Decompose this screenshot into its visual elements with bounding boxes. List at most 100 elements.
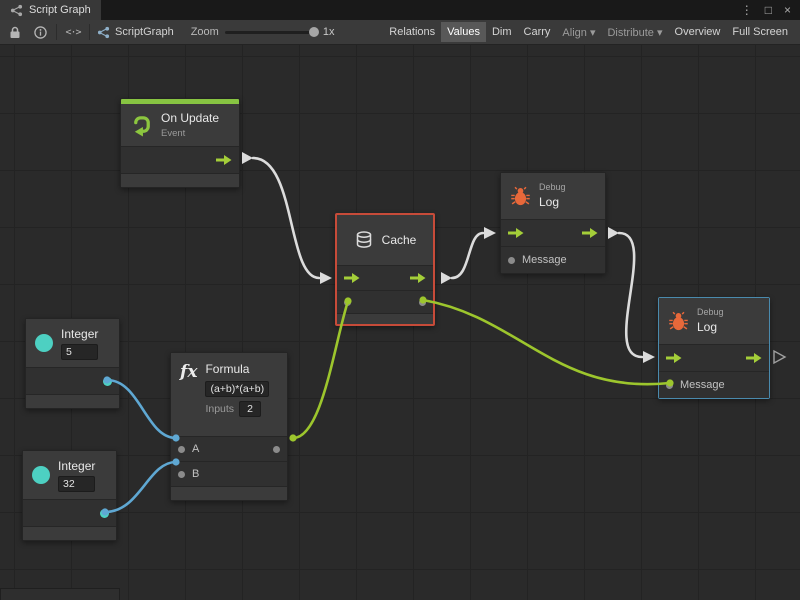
node-header: Integer 32 (23, 451, 116, 499)
node-header: Debug Log (501, 173, 605, 219)
message-port-row: Message (501, 246, 605, 273)
integer-value-field[interactable]: 32 (58, 475, 96, 492)
flow-output-port[interactable] (216, 155, 232, 165)
breadcrumb[interactable]: ScriptGraph (97, 26, 174, 39)
flow-output-port[interactable] (746, 353, 762, 363)
node-title: Integer (58, 458, 96, 473)
wire-endpoint (289, 434, 297, 442)
maximize-icon[interactable]: □ (764, 3, 772, 17)
port-b-label: B (192, 468, 200, 480)
toolbar-separator (89, 24, 90, 40)
bug-icon (669, 311, 688, 330)
zoom-value: 1x (322, 26, 335, 38)
wire-arrowhead (242, 152, 253, 164)
node-title: Integer (61, 326, 99, 341)
data-output-port[interactable] (419, 298, 426, 306)
flow-output-port[interactable] (410, 273, 426, 283)
formula-icon: fx (180, 362, 198, 382)
message-input-port[interactable] (508, 256, 515, 264)
graph-toolbar: <·> ScriptGraph Zoom 1x Relations Values… (0, 20, 800, 45)
flow-port-row (659, 344, 769, 371)
align-dropdown[interactable]: Align ▾ (562, 26, 596, 39)
node-header: Integer 5 (26, 319, 119, 367)
wire-arrowhead (484, 227, 496, 239)
integer-output-port[interactable] (103, 376, 112, 386)
close-icon[interactable]: × (783, 3, 791, 17)
wire-arrowhead (441, 272, 452, 284)
window-menu-icon[interactable]: ⋮ (740, 3, 753, 17)
wire-onupdate-to-cache[interactable] (251, 156, 321, 280)
node-header: fx Formula (a+b)*(a+b) Inputs 2 (171, 353, 287, 436)
node-title: Log (697, 319, 718, 334)
node-debug-log-right[interactable]: Debug Log Message (658, 297, 770, 399)
inputs-count-field[interactable]: 2 (239, 401, 262, 417)
node-title: Cache (381, 232, 417, 247)
node-footer (121, 173, 239, 187)
data-input-port[interactable] (344, 298, 351, 306)
wire-cache-to-debug-top[interactable] (450, 231, 485, 280)
window-controls: ⋮ □ × (741, 4, 800, 16)
node-integer-top[interactable]: Integer 5 (25, 318, 120, 409)
node-integer-bottom[interactable]: Integer 32 (22, 450, 117, 541)
graph-canvas[interactable]: On Update Event Cache (0, 45, 800, 600)
node-title: Formula (205, 362, 250, 376)
message-input-port[interactable] (666, 381, 673, 389)
node-footer (171, 486, 287, 500)
message-port-label: Message (522, 254, 567, 266)
node-title: On Update (161, 110, 220, 125)
unconnected-flow-arrow (773, 349, 787, 365)
zoom-slider-knob[interactable] (308, 27, 319, 37)
values-button[interactable]: Values (441, 22, 486, 42)
flow-input-port[interactable] (344, 273, 360, 283)
breadcrumb-label: ScriptGraph (115, 26, 174, 38)
script-graph-icon (97, 26, 110, 38)
cache-icon (356, 231, 371, 248)
zoom-label: Zoom (190, 26, 219, 38)
toolbar-separator (56, 24, 57, 40)
node-title: Log (539, 194, 560, 209)
node-debug-log-top[interactable]: Debug Log Message (500, 172, 606, 274)
integer-value-field[interactable]: 5 (61, 343, 99, 360)
tab-script-graph[interactable]: Script Graph (0, 0, 101, 20)
code-icon[interactable]: <·> (65, 26, 81, 38)
flow-input-port[interactable] (508, 228, 524, 238)
data-port-row (337, 290, 433, 313)
on-update-icon (134, 115, 150, 137)
formula-output-port[interactable] (273, 445, 280, 453)
carry-button[interactable]: Carry (523, 26, 551, 38)
node-category: Debug (539, 182, 566, 193)
formula-expression-field[interactable]: (a+b)*(a+b) (205, 381, 270, 397)
node-formula[interactable]: fx Formula (a+b)*(a+b) Inputs 2 A B (170, 352, 288, 501)
info-icon[interactable] (31, 23, 49, 41)
distribute-dropdown[interactable]: Distribute ▾ (607, 26, 663, 39)
zoom-slider[interactable] (224, 27, 319, 37)
node-header: Cache (337, 215, 433, 265)
input-port-b[interactable] (178, 470, 185, 478)
flow-output-port[interactable] (582, 228, 598, 238)
dim-button[interactable]: Dim (491, 26, 512, 38)
node-subtitle: Event (161, 127, 186, 139)
message-port-label: Message (680, 379, 725, 391)
lock-icon[interactable] (6, 23, 24, 41)
full-screen-button[interactable]: Full Screen (732, 26, 788, 38)
port-row (26, 367, 119, 394)
overview-button[interactable]: Overview (674, 26, 721, 38)
input-port-a[interactable] (178, 445, 185, 453)
message-port-row: Message (659, 371, 769, 398)
wire-debug-top-to-debug-right[interactable] (617, 231, 644, 359)
node-category: Debug (697, 307, 724, 318)
node-footer (337, 313, 433, 324)
port-row (23, 499, 116, 526)
wire-arrowhead (608, 227, 619, 239)
flow-input-port[interactable] (666, 353, 682, 363)
bug-icon (511, 186, 530, 205)
tab-title: Script Graph (29, 4, 91, 16)
offscreen-node-edge[interactable] (0, 588, 120, 600)
node-on-update[interactable]: On Update Event (120, 98, 240, 188)
port-row (121, 146, 239, 173)
relations-button[interactable]: Relations (389, 26, 436, 38)
event-accent-bar (121, 99, 239, 104)
node-cache[interactable]: Cache (335, 213, 435, 326)
integer-output-port[interactable] (100, 508, 109, 518)
wire-cache-to-debug-right-message[interactable] (421, 298, 672, 386)
